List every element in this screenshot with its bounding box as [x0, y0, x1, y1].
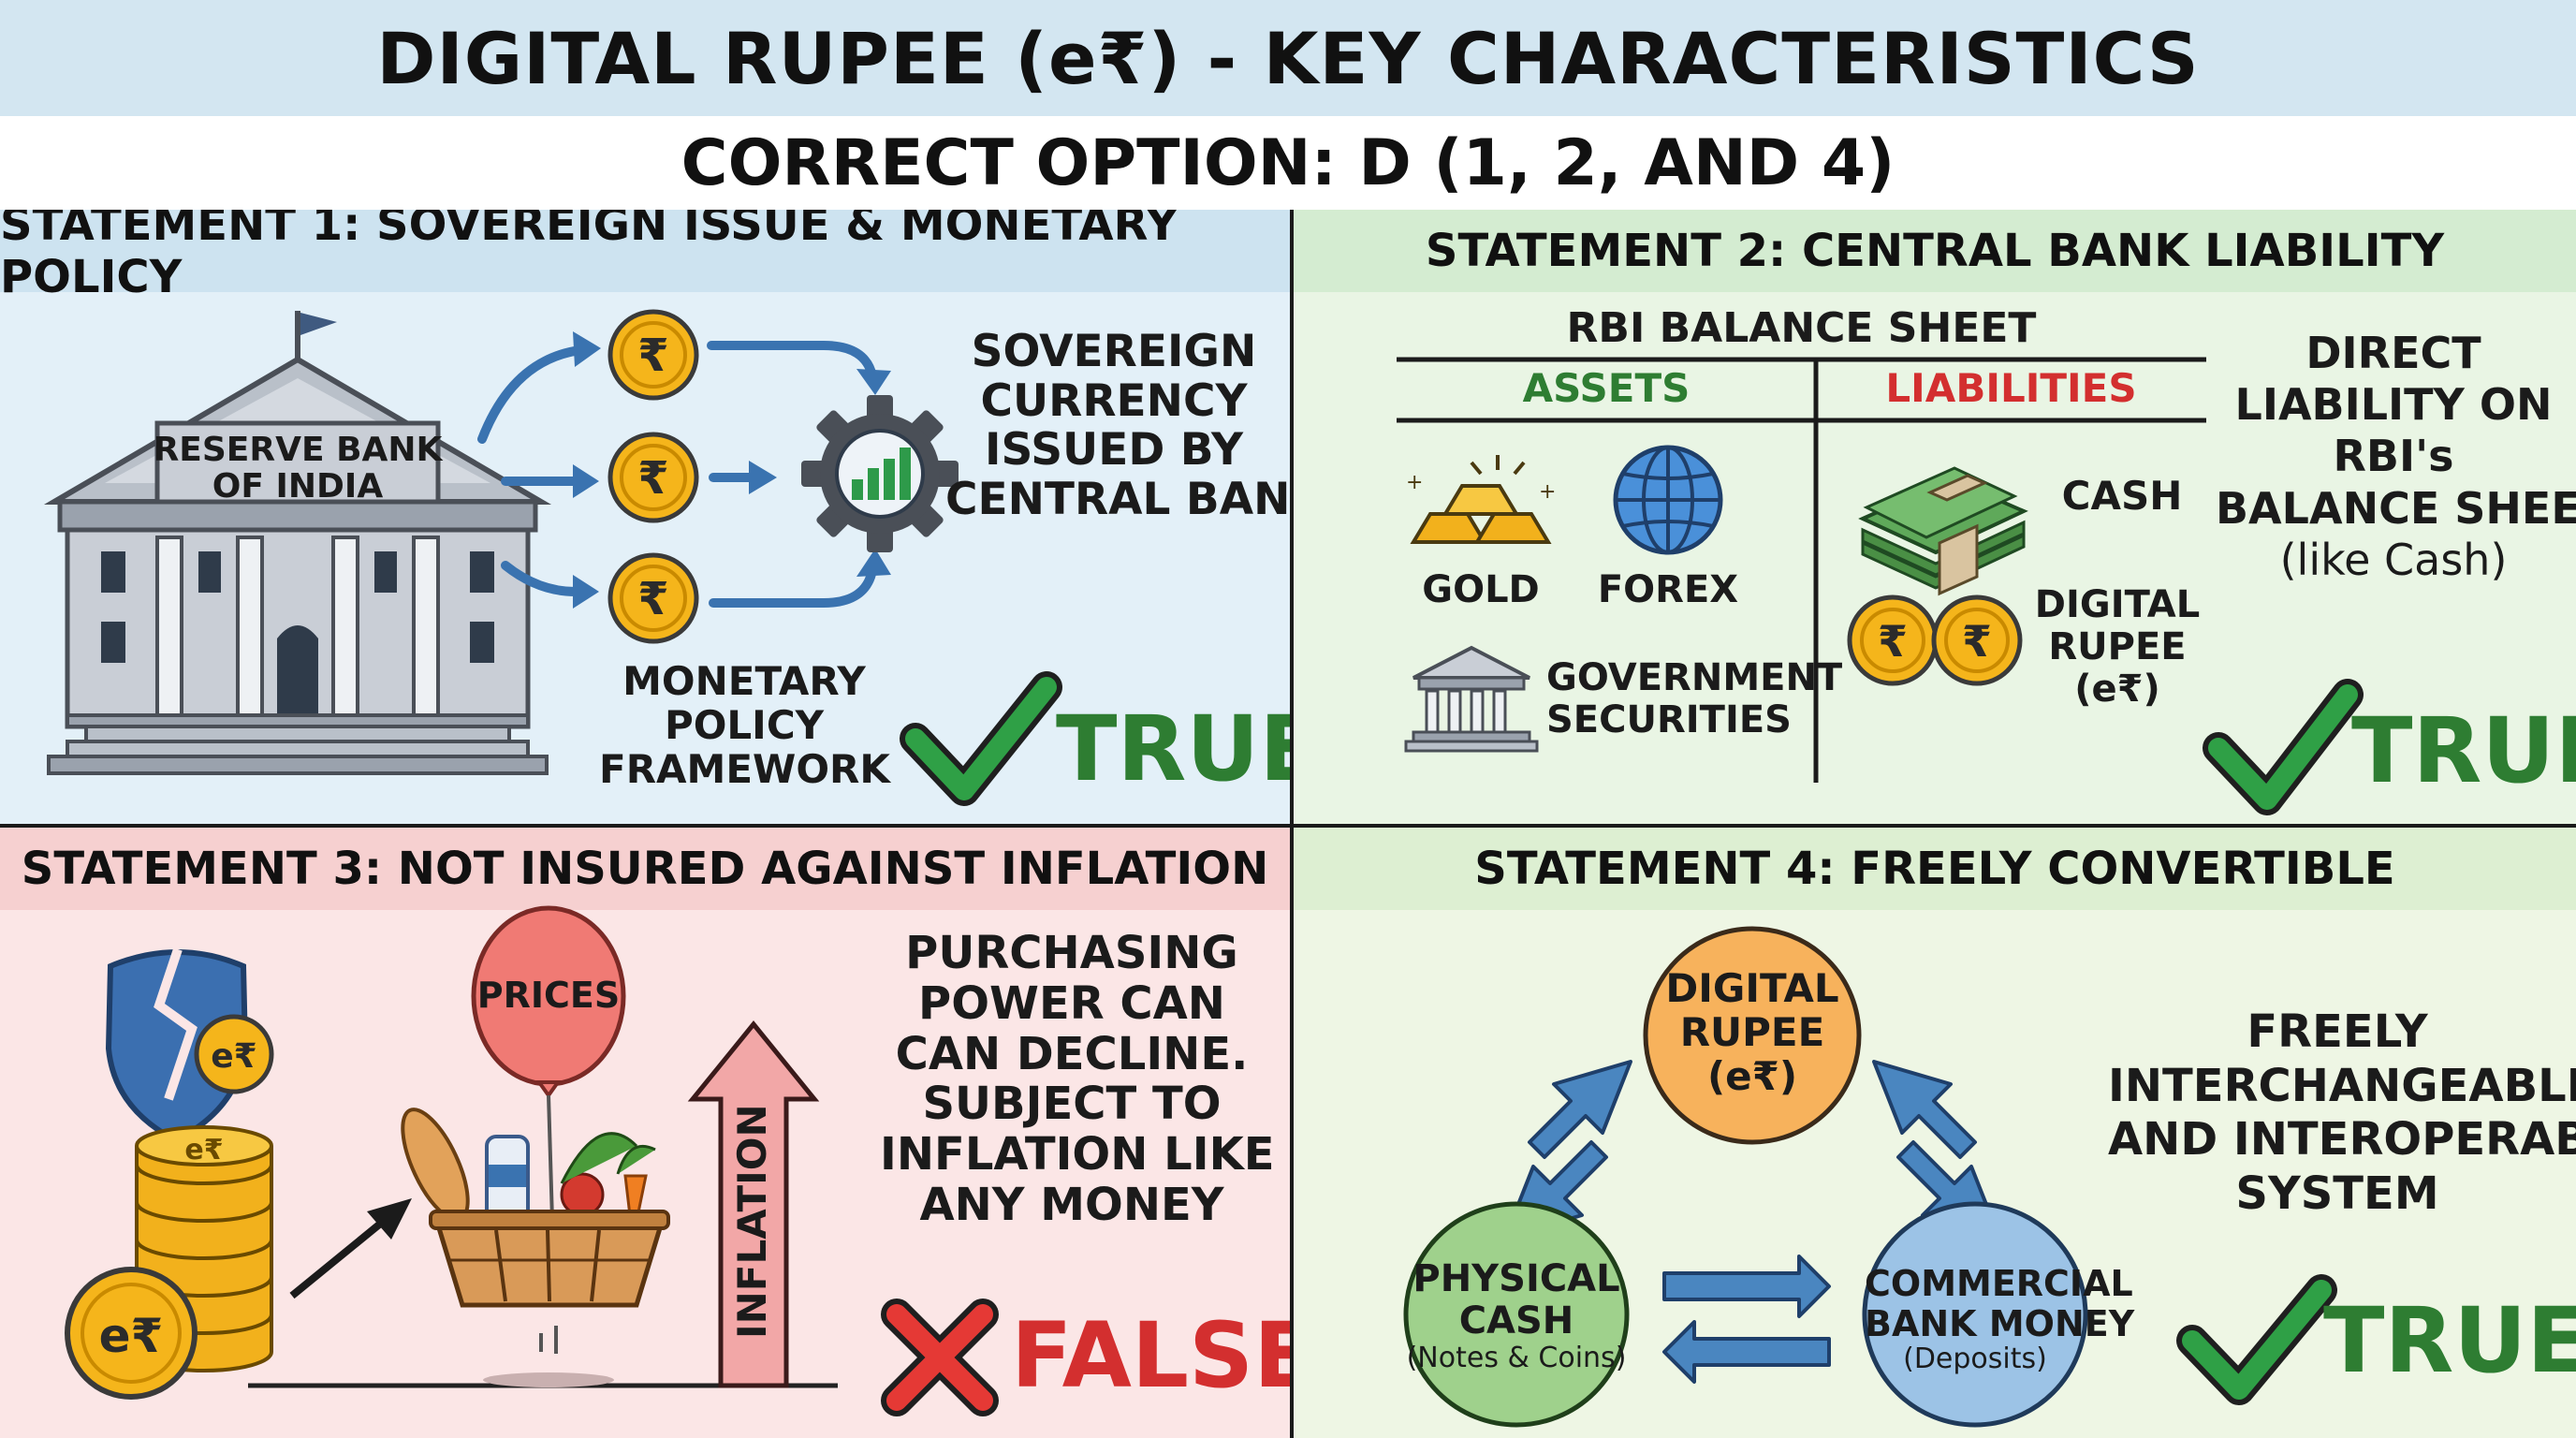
stack-coin: e₹	[184, 1134, 223, 1167]
inflation-label: INFLATION	[729, 1104, 775, 1339]
statement4-illustration	[1403, 926, 2337, 1428]
coin-symbol: ₹	[637, 573, 668, 625]
statement3-description: PURCHASING POWER CAN CAN DECLINE. SUBJEC…	[880, 927, 1275, 1231]
svg-text:+: +	[1539, 480, 1556, 504]
forex-label: FOREX	[1597, 568, 1739, 611]
coin-symbol: ₹	[637, 330, 668, 382]
statement2-description: DIRECT LIABILITY ON RBI's BALANCE SHEET …	[2216, 328, 2576, 585]
grocery-basket-icon	[401, 1108, 670, 1387]
statement3-illustration: e₹ e₹ e₹	[65, 905, 999, 1416]
main-title: DIGITAL RUPEE (e₹) - KEY CHARACTERISTICS	[0, 0, 2576, 116]
assets-heading: ASSETS	[1522, 365, 1690, 411]
digital-rupee-label: DIGITAL RUPEE (e₹)	[1665, 965, 1839, 1100]
commercial-bank-node	[1862, 1201, 2088, 1428]
big-coin: e₹	[99, 1309, 164, 1363]
issue-arrows	[477, 345, 585, 596]
horizontal-divider	[0, 824, 2576, 828]
rupee-coin-icon	[607, 309, 699, 644]
monetary-policy-label: MONETARY POLICY FRAMEWORK	[599, 658, 890, 793]
cash-stack-icon	[1858, 466, 2028, 596]
statement2-verdict: TRUE	[2351, 698, 2576, 803]
government-building-icon	[1404, 645, 1539, 753]
digital-rupee-node	[1643, 926, 1862, 1145]
cross-icon	[881, 1299, 999, 1416]
coin-symbol: ₹	[637, 452, 668, 505]
rupee-coins-icon	[1847, 594, 2023, 686]
prices-balloon-icon	[471, 905, 626, 1222]
statement4-description: FREELY INTERCHANGEABLE AND INTEROPERABLE…	[2108, 1005, 2576, 1220]
liabilities-heading: LIABILITIES	[1885, 365, 2137, 411]
statement4-heading: STATEMENT 4: FREELY CONVERTIBLE	[1294, 828, 2576, 910]
bank-sign-line2: OF INDIA	[212, 467, 384, 506]
statement2-illustration: + +	[1397, 357, 2364, 815]
trend-arrow-icon	[289, 1198, 412, 1299]
coin-symbol: ₹	[1878, 616, 1908, 667]
physical-cash-node	[1403, 1201, 1630, 1428]
commercial-bank-label: COMMERCIAL BANK MONEY (Deposits)	[1865, 1263, 2135, 1376]
bank-sign-line1: RESERVE BANK	[154, 431, 444, 469]
broken-shield-icon	[105, 947, 249, 1144]
statement2-panel: STATEMENT 2: CENTRAL BANK LIABILITY + +	[1294, 210, 2576, 824]
statement3-verdict: FALSE	[1011, 1303, 1290, 1408]
bank-building-icon	[43, 311, 552, 775]
correct-option: CORRECT OPTION: D (1, 2, AND 4)	[0, 116, 2576, 210]
physical-cash-label: PHYSICAL CASH (Notes & Coins)	[1406, 1257, 1627, 1374]
cash-label: CASH	[2061, 473, 2183, 519]
statement1-illustration: RESERVE BANK OF INDIA	[43, 309, 1062, 806]
coin-symbol: ₹	[1962, 616, 1992, 667]
flag-icon	[300, 313, 337, 335]
inflation-arrow-icon	[687, 1020, 820, 1388]
gear-chart-icon	[801, 395, 959, 552]
globe-icon	[1613, 445, 1723, 555]
balance-sheet-title: RBI BALANCE SHEET	[1566, 304, 2037, 352]
digital-rupee-liability-label: DIGITAL RUPEE (e₹)	[2034, 583, 2201, 711]
statement3-heading: STATEMENT 3: NOT INSURED AGAINST INFLATI…	[0, 828, 1290, 910]
statement3-panel: STATEMENT 3: NOT INSURED AGAINST INFLATI…	[0, 828, 1290, 1438]
shield-coin: e₹	[211, 1037, 256, 1076]
statement4-panel: STATEMENT 4: FREELY CONVERTIBLE	[1294, 828, 2576, 1438]
statement1-panel: STATEMENT 1: SOVEREIGN ISSUE & MONETARY …	[0, 210, 1290, 824]
balloon-label: PRICES	[477, 975, 620, 1016]
statement1-heading: STATEMENT 1: SOVEREIGN ISSUE & MONETARY …	[0, 210, 1290, 303]
statement4-verdict: TRUE	[2323, 1288, 2576, 1393]
svg-text:+: +	[1406, 471, 1423, 494]
statement1-verdict: TRUE	[1056, 697, 1290, 801]
gold-label: GOLD	[1422, 568, 1540, 611]
gold-bars-icon: + +	[1406, 455, 1556, 544]
government-securities-label: GOVERNMENT SECURITIES	[1546, 656, 1843, 741]
statement1-description: SOVEREIGN CURRENCY ISSUED BY CENTRAL BAN…	[945, 326, 1290, 525]
statement2-heading: STATEMENT 2: CENTRAL BANK LIABILITY	[1294, 210, 2576, 292]
